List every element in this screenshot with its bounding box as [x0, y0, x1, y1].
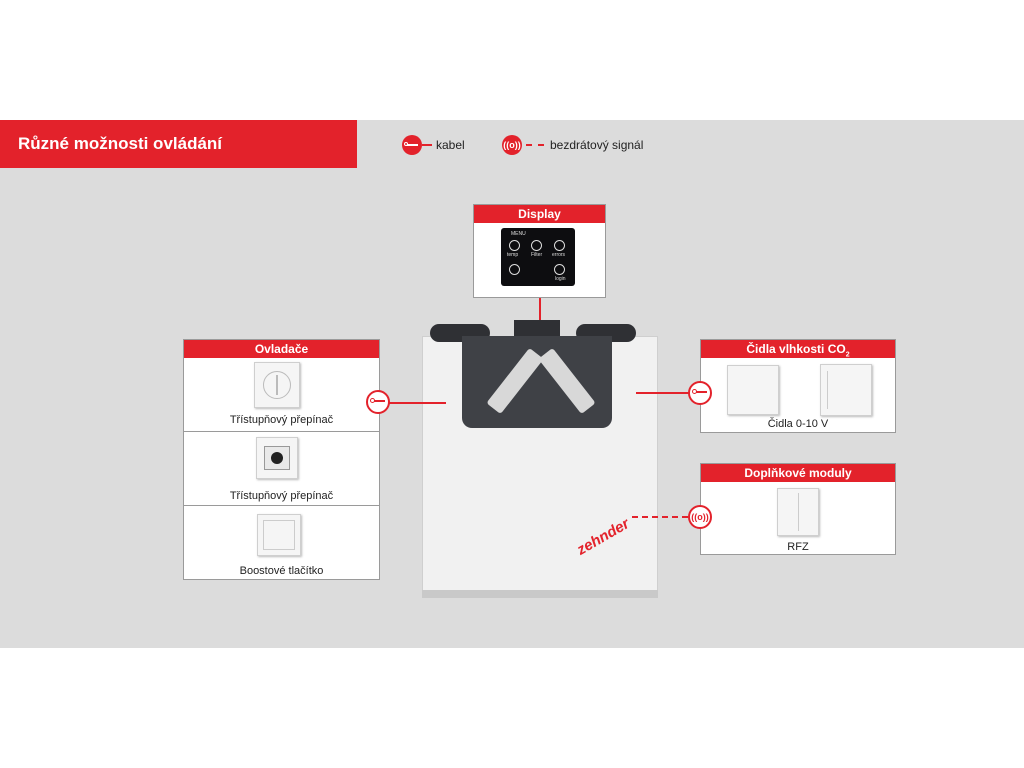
display-screen: MENU temp Filter errors login: [501, 228, 575, 286]
legend-wireless-label: bezdrátový signál: [550, 138, 644, 152]
sensors-box-title: Čidla vlhkosti CO2: [701, 340, 895, 358]
rfz-remote-image: [777, 488, 819, 536]
three-step-switch-image: [254, 362, 300, 408]
divider: [184, 431, 379, 432]
wireless-line: [526, 144, 544, 146]
cable-line: [422, 144, 432, 146]
modules-caption: RFZ: [787, 541, 809, 553]
screen-icon-label-temp: temp: [507, 252, 519, 258]
wireless-icon: ((o)): [502, 135, 522, 155]
unit-front-panel: [462, 336, 612, 428]
display-connector: [539, 298, 541, 320]
divider: [184, 505, 379, 506]
screen-icon-label-login: login: [555, 276, 566, 282]
boost-button-image: [257, 514, 301, 556]
vent-left: [486, 347, 544, 415]
controllers-connector: [380, 402, 446, 404]
display-box-title: Display: [474, 205, 605, 223]
vent-right: [538, 347, 596, 415]
temp-icon: [509, 240, 520, 251]
screen-menu-label: MENU: [511, 231, 526, 237]
cable-node-icon: [688, 381, 712, 405]
sensors-caption: Čidla 0-10 V: [767, 418, 829, 430]
screen-icon-label-errors: errors: [552, 252, 566, 258]
legend-cable: kabel: [402, 134, 465, 156]
screen-icon-label-filter: Filter: [531, 252, 543, 258]
modules-box-title: Doplňkové moduly: [701, 464, 895, 482]
humidity-sensor-image: [727, 365, 779, 415]
sensors-connector: [636, 392, 700, 394]
page-title: Různé možnosti ovládání: [0, 120, 357, 168]
cable-node-icon: [366, 390, 390, 414]
co2-sensor-image: [820, 364, 872, 416]
legend-wireless: ((o)) bezdrátový signál: [502, 134, 643, 156]
rotary-switch-image: [256, 437, 298, 479]
warning-icon: [554, 240, 565, 251]
controllers-box-title: Ovladače: [184, 340, 379, 358]
controller-caption: Třístupňový přepínač: [229, 414, 334, 426]
back-icon: [509, 264, 520, 275]
wireless-node-icon: ((o)): [688, 505, 712, 529]
cable-icon: [402, 135, 422, 155]
legend-cable-label: kabel: [436, 138, 465, 152]
modules-wireless-connector: [632, 516, 688, 518]
unit-plinth: [422, 590, 658, 598]
filter-icon: [531, 240, 542, 251]
controller-caption: Třístupňový přepínač: [229, 490, 334, 502]
controller-caption: Boostové tlačítko: [239, 565, 324, 577]
login-icon: [554, 264, 565, 275]
